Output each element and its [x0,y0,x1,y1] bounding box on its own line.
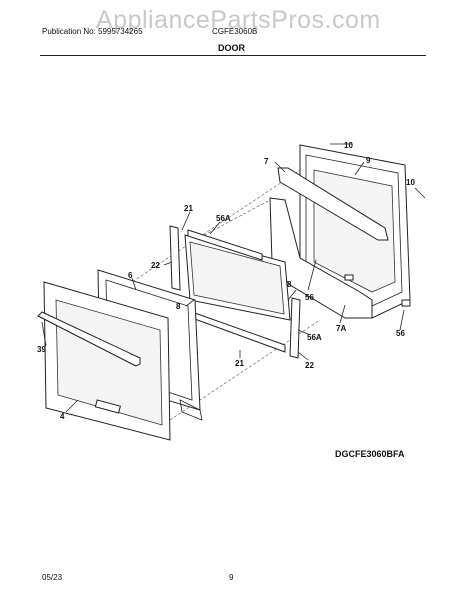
callout-8: 8 [287,280,292,289]
callout-8: 8 [176,302,181,311]
alignment-line [119,169,301,291]
callout-7: 7 [264,157,269,166]
alignment-line [194,199,271,241]
footer-page-number: 9 [229,573,234,582]
section-title: DOOR [218,43,245,53]
callout-10: 10 [406,178,415,187]
top-channel [187,229,263,261]
callout-56: 56 [305,293,314,302]
callout-21: 21 [184,204,193,213]
callout-56a: 56A [307,333,322,342]
callout-6: 6 [128,271,133,280]
watermark: AppliancePartsPros.com [96,6,381,34]
diagram-code: DGCFE3060BFA [335,449,405,459]
publication-number: Publication No: 5995734265 [42,27,143,36]
callout-22: 22 [305,361,314,370]
header-rule [40,55,426,56]
callout-7a: 7A [336,324,346,333]
footer-date: 05/23 [42,573,63,582]
top-trim [277,167,389,241]
callout-56a: 56A [216,214,231,223]
bottom-channel [191,311,286,353]
side-channel-right [289,297,301,359]
clip [344,274,354,281]
callout-22: 22 [151,261,160,270]
callout-39: 39 [37,345,46,354]
clip [401,299,411,307]
door-badge [94,399,121,414]
callout-21: 21 [235,359,244,368]
callout-4: 4 [60,412,65,421]
model-number: CGFE3060B [212,27,258,36]
callout-56: 56 [396,329,405,338]
callout-10: 10 [344,141,353,150]
side-channel-left [169,225,181,291]
callout-9: 9 [366,156,371,165]
